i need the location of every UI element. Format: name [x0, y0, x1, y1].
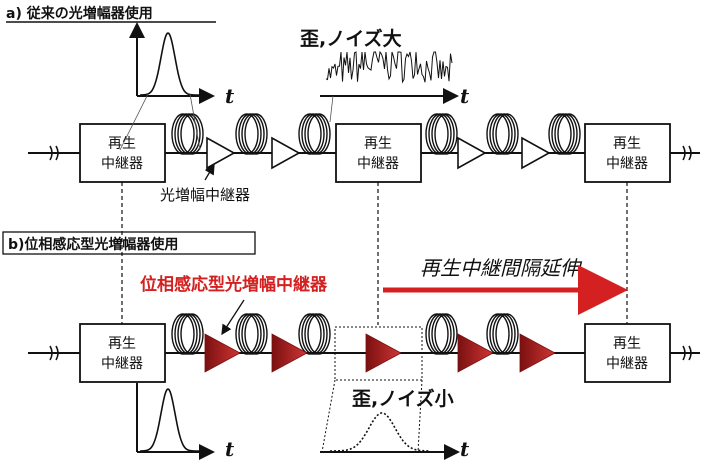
fiber-coil: [180, 313, 204, 355]
fiber-coil: [434, 313, 458, 355]
extension-arrow: 再生中継間隔延伸: [383, 256, 628, 315]
psa-triangle: [365, 333, 402, 373]
fiber-coil: [495, 113, 519, 155]
amp-triangle: [521, 136, 551, 170]
low-noise-pulse: 歪,ノイズ小 t: [320, 387, 470, 461]
svg-text:歪,ノイズ大: 歪,ノイズ大: [300, 27, 402, 50]
svg-text:再生: 再生: [108, 336, 136, 352]
regen-repeater-a1: 再生 中継器: [79, 123, 166, 183]
psa-amplifiers: [204, 333, 556, 373]
svg-text:再生: 再生: [108, 136, 136, 152]
fiber-coil: [434, 113, 458, 155]
regen-repeater-a3: 再生 中継器: [584, 123, 671, 183]
optical-amplifier-a: [206, 136, 551, 170]
section-b-title: b)位相感応型光増幅器使用: [2, 231, 256, 255]
zoom-box: [321, 326, 423, 453]
svg-text:歪,ノイズ小: 歪,ノイズ小: [352, 387, 454, 410]
svg-text:中継器: 中継器: [101, 156, 143, 172]
svg-text:再生: 再生: [613, 136, 641, 152]
psa-triangle: [271, 333, 308, 373]
noisy-pulse: 歪,ノイズ大 t: [300, 27, 470, 123]
section-a-title-text: a) 従来の光増幅器使用: [6, 5, 153, 22]
svg-text:t: t: [460, 437, 470, 460]
amp-triangle: [271, 136, 301, 170]
psa-pointer-arrow: [221, 299, 245, 336]
regen-repeater-a2: 再生 中継器: [335, 123, 422, 183]
svg-text:中継器: 中継器: [606, 356, 648, 372]
extension-label: 再生中継間隔延伸: [420, 256, 583, 280]
svg-text:再生: 再生: [364, 136, 392, 152]
psa-triangle: [204, 333, 241, 373]
svg-text:中継器: 中継器: [101, 356, 143, 372]
psa-triangle: [519, 333, 556, 373]
amp-triangle: [206, 136, 236, 170]
svg-text:中継器: 中継器: [357, 156, 399, 172]
fiber-coil: [307, 113, 331, 155]
fiber-coil: [557, 113, 581, 155]
psa-triangle: [457, 333, 494, 373]
fiber-coil: [495, 313, 519, 355]
fiber-coils-a: [171, 113, 581, 155]
fiber-coil: [307, 313, 331, 355]
svg-text:光増幅中継器: 光増幅中継器: [160, 186, 250, 204]
section-a-title: a) 従来の光増幅器使用: [6, 5, 216, 23]
fiber-coil: [244, 113, 268, 155]
fiber-coil: [244, 313, 268, 355]
svg-text:再生: 再生: [613, 336, 641, 352]
fiber-coils-b: [171, 313, 519, 355]
section-b-title-text: b)位相感応型光増幅器使用: [8, 236, 178, 253]
input-pulse-a: t: [119, 22, 235, 151]
regen-repeater-b1: 再生 中継器: [79, 323, 166, 383]
svg-text:t: t: [225, 437, 235, 460]
amp-repeater-label: 光増幅中継器: [160, 163, 250, 204]
svg-text:t: t: [460, 84, 470, 108]
input-pulse-b: t: [136, 383, 235, 461]
svg-text:中継器: 中継器: [606, 156, 648, 172]
fiber-coil: [180, 113, 204, 155]
regen-repeater-b2: 再生 中継器: [584, 323, 671, 383]
svg-text:t: t: [225, 84, 235, 108]
psa-repeater-label: 位相感応型光増幅中継器: [140, 274, 328, 295]
amp-triangle: [457, 136, 487, 170]
